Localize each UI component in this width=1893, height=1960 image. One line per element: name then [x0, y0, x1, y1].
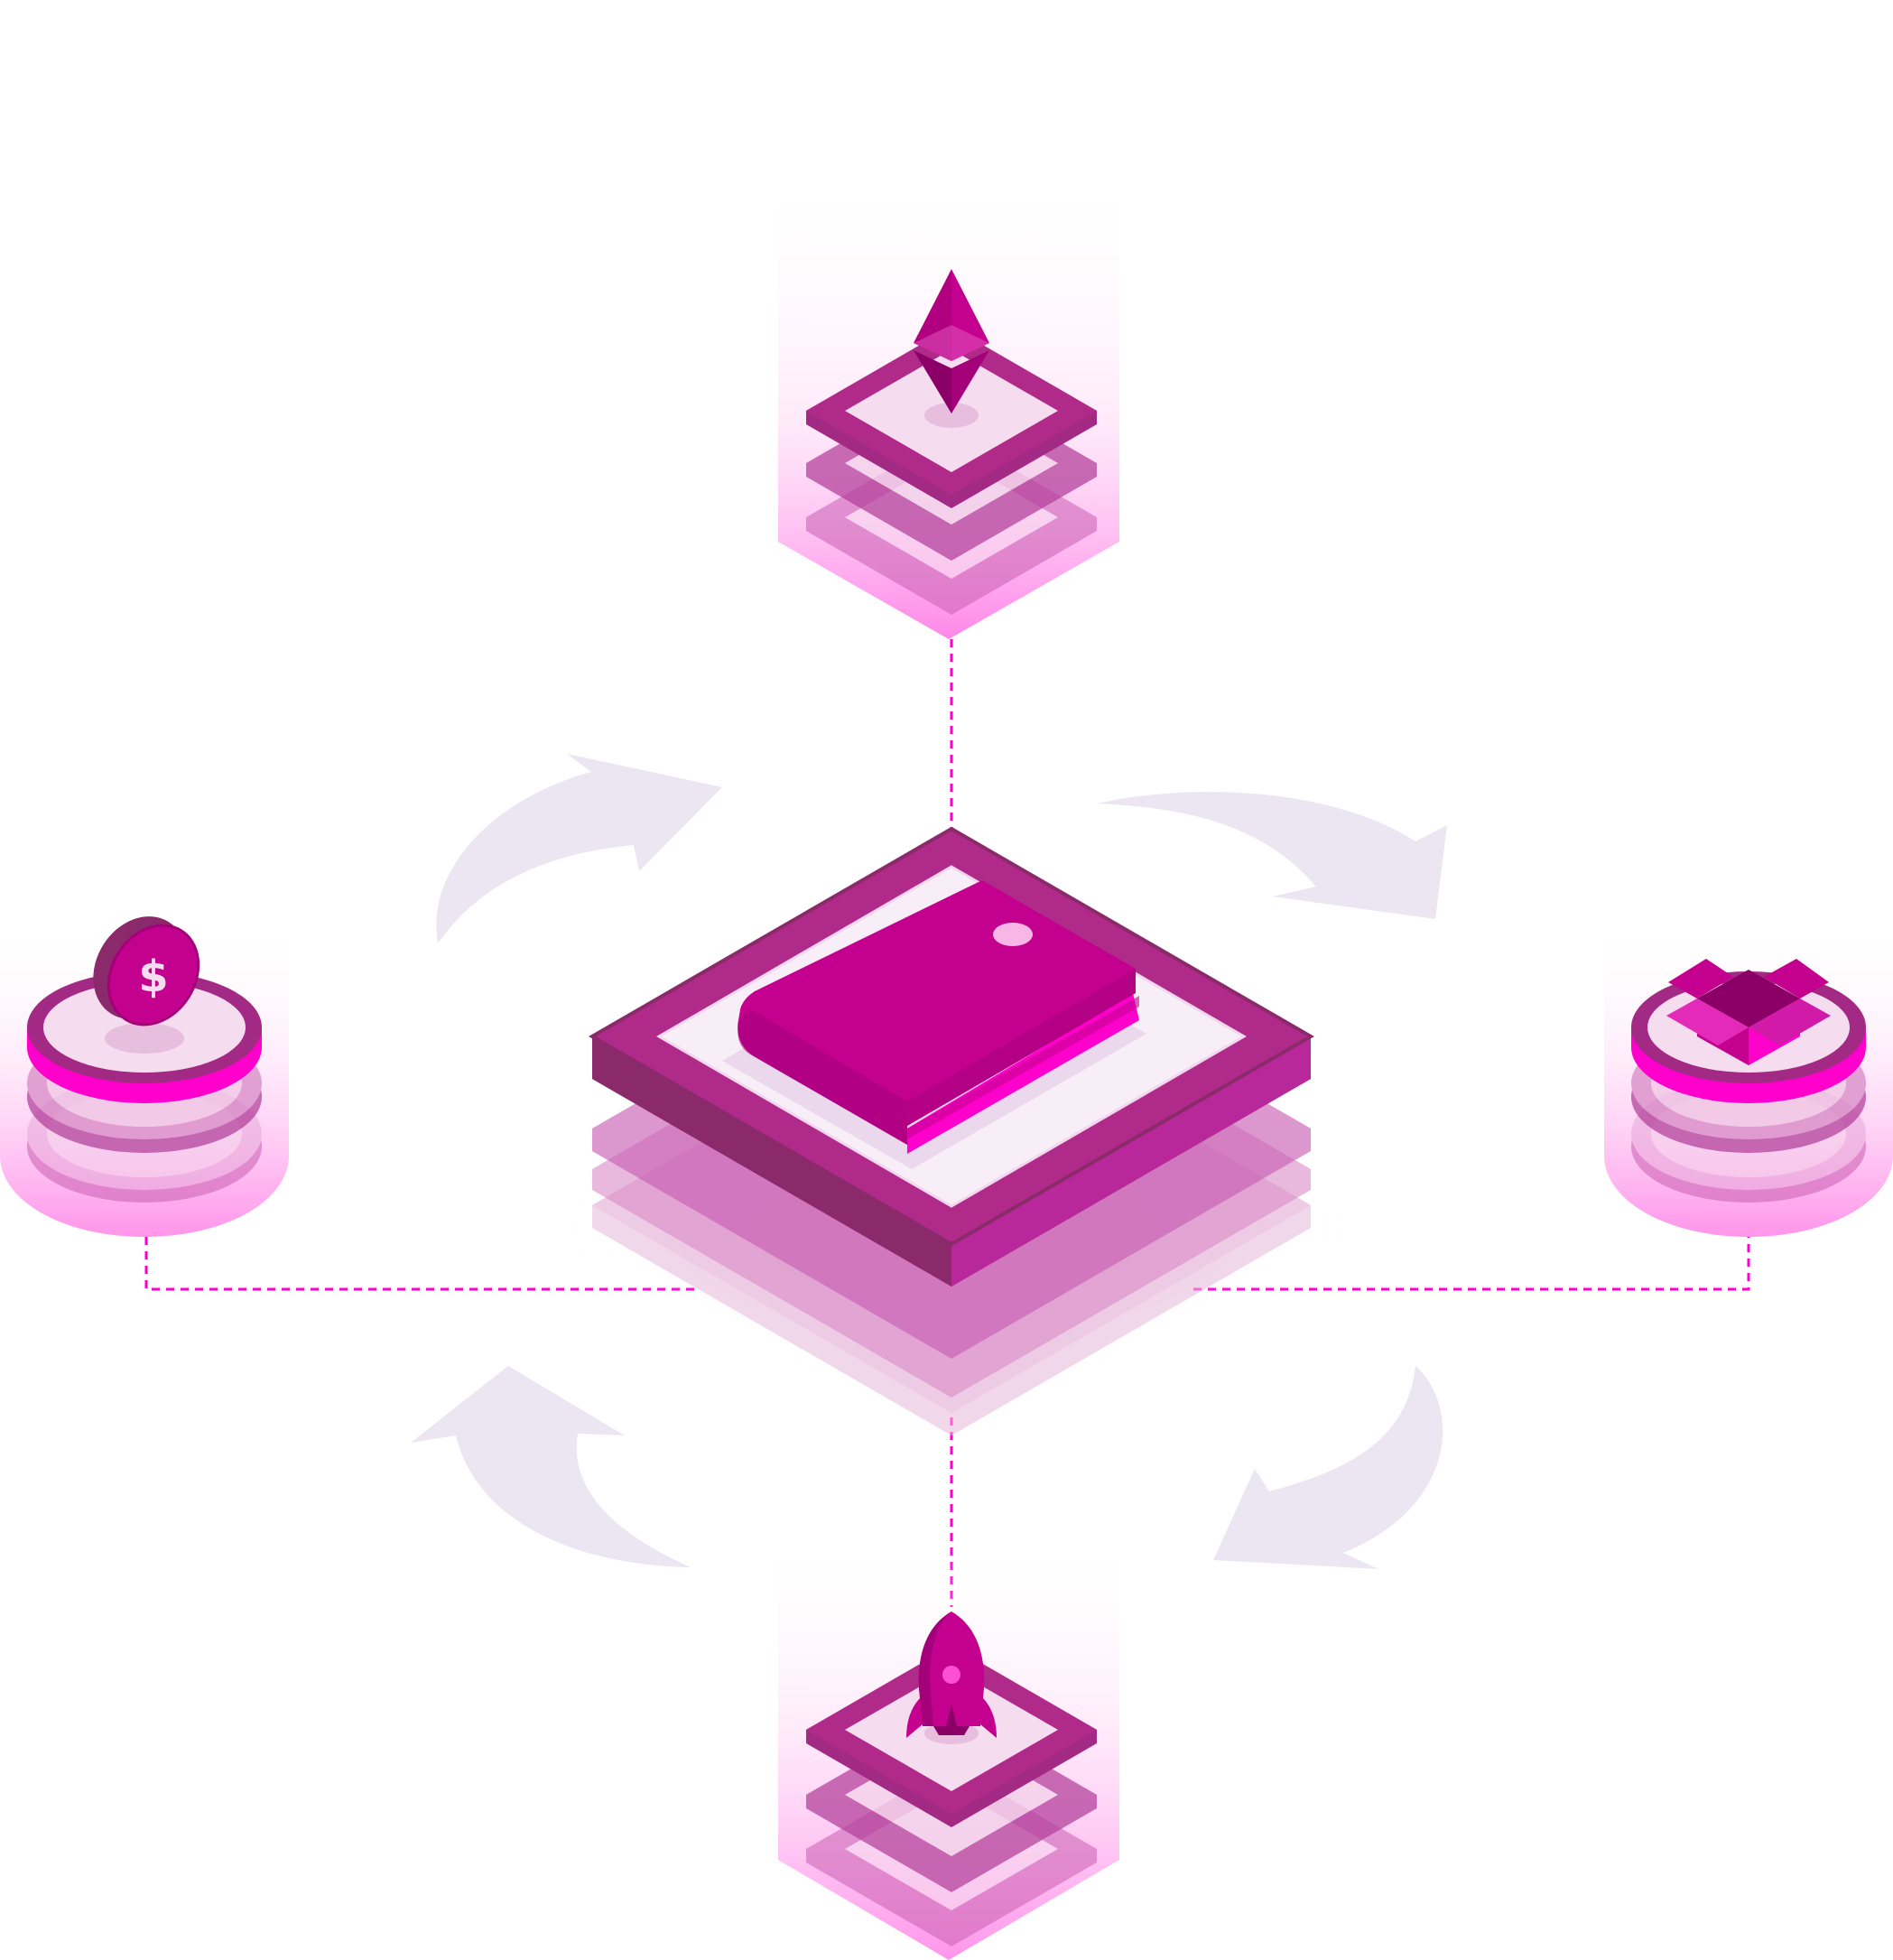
node-left: $ [0, 916, 289, 1237]
ethereum-icon [914, 269, 989, 413]
flow-arrows [411, 754, 1447, 1569]
curved-arrow-icon [1097, 792, 1447, 919]
connector-right [1193, 1237, 1750, 1291]
curved-arrow-icon [436, 754, 722, 943]
curved-arrow-icon [411, 1366, 691, 1567]
connector-left [144, 1237, 700, 1291]
node-top [778, 172, 1119, 639]
coin-glyph: $ [138, 952, 168, 1002]
curved-arrow-icon [1213, 1366, 1443, 1569]
node-right [1604, 921, 1893, 1237]
rocket-icon [906, 1612, 997, 1738]
node-bottom [778, 1535, 1119, 1960]
dollar-coin-icon: $ [93, 916, 200, 1026]
connectors [144, 639, 1750, 1607]
open-box-icon [1666, 959, 1831, 1065]
wallet-icon [722, 880, 1146, 1169]
